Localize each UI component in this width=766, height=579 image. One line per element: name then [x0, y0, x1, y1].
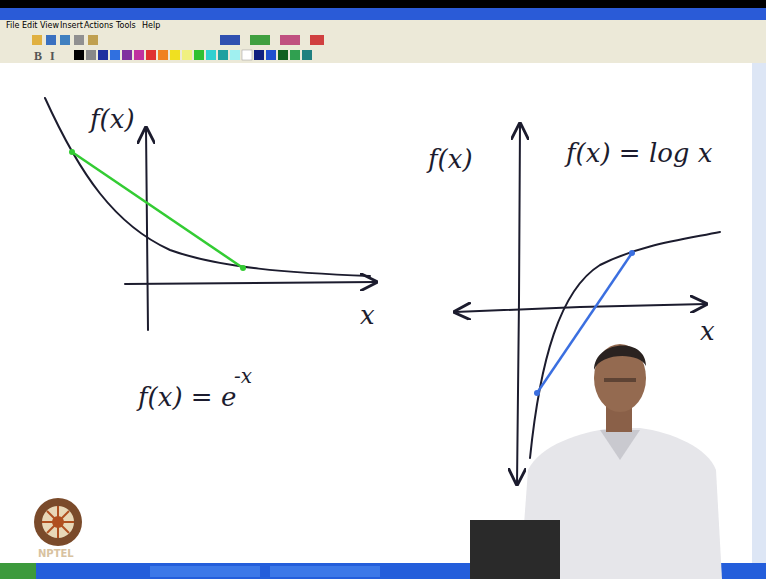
log-graph [455, 124, 720, 484]
menu-bar [0, 20, 766, 31]
bold-button: B [34, 49, 42, 64]
title-bar [0, 8, 766, 20]
menu-item: View [40, 21, 59, 30]
axis-label: x [360, 300, 375, 330]
task-button [150, 566, 260, 577]
axis-label: x [700, 316, 715, 346]
axis-label: f(x) [428, 144, 473, 174]
menu-item: Help [142, 21, 160, 30]
function-label: f(x) = e [138, 382, 236, 412]
italic-button: I [50, 49, 55, 64]
toolbar-icons [32, 35, 324, 45]
start-button [0, 563, 36, 579]
presenter [470, 344, 722, 579]
exponent: -x [234, 364, 252, 388]
color-palette [74, 50, 312, 60]
nptel-logo [34, 498, 82, 546]
exp-graph [45, 98, 376, 330]
menu-item: Tools [116, 21, 136, 30]
function-label: f(x) = log x [566, 138, 712, 168]
task-button [270, 566, 380, 577]
axis-label: f(x) [90, 104, 135, 134]
menu-item: Actions [84, 21, 113, 30]
scrollbar [752, 63, 766, 563]
exp-chord [69, 149, 246, 271]
menu-item: Insert [60, 21, 83, 30]
menu-item: Edit [22, 21, 38, 30]
logo-text: NPTEL [38, 548, 74, 559]
toolbar [0, 31, 766, 63]
menu-item: File [6, 21, 19, 30]
